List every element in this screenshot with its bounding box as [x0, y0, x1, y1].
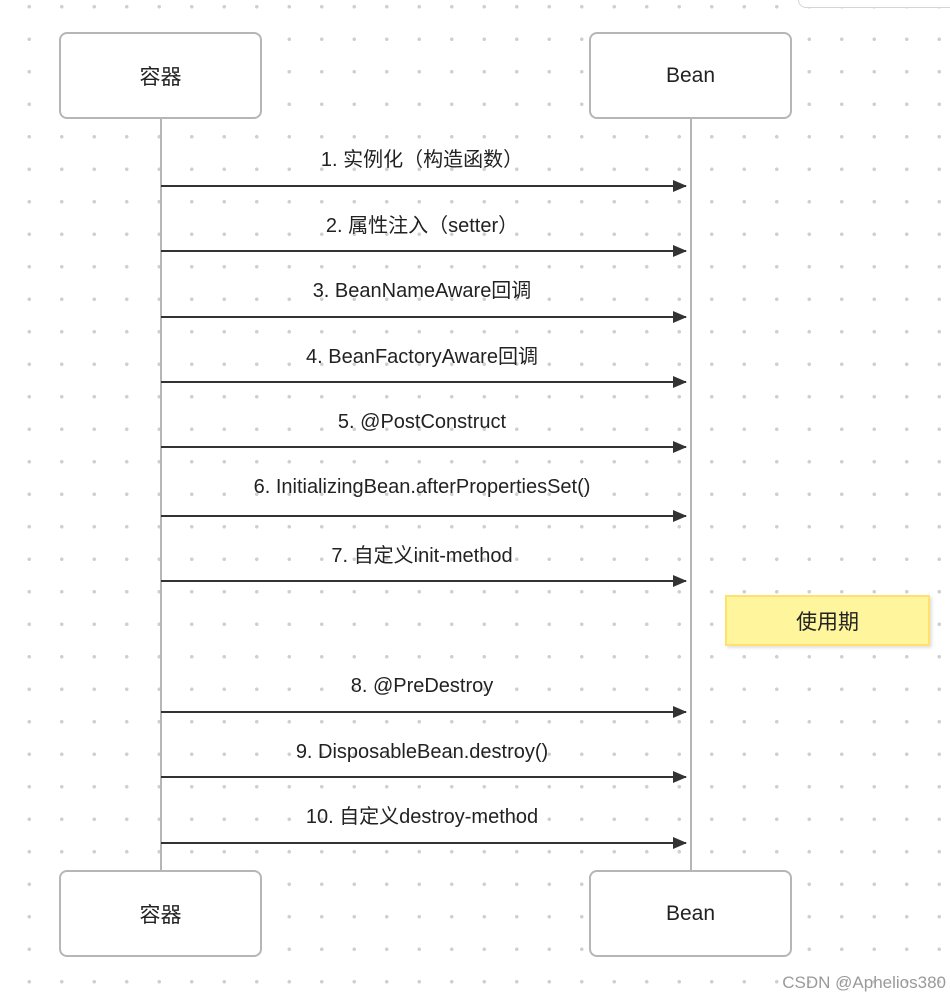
message-label-4: 4. BeanFactoryAware回调 — [306, 346, 538, 368]
watermark: CSDN @Aphelios380 — [782, 973, 946, 992]
message-label-7: 7. 自定义init-method — [331, 545, 513, 567]
participant-container-bottom: 容器 — [59, 870, 262, 957]
message-label-8: 8. @PreDestroy — [350, 675, 494, 697]
message-label-1: 1. 实例化（构造函数） — [320, 149, 524, 171]
usage-period-note: 使用期 — [725, 595, 930, 646]
message-label-2: 2. 属性注入（setter） — [325, 215, 519, 237]
lifeline-container — [160, 119, 162, 871]
message-label-5: 5. @PostConstruct — [337, 411, 507, 433]
message-label-10: 10. 自定义destroy-method — [305, 806, 539, 828]
message-label-3: 3. BeanNameAware回调 — [312, 280, 532, 302]
participant-container-top: 容器 — [59, 32, 262, 119]
message-label-6: 6. InitializingBean.afterPropertiesSet() — [253, 476, 591, 498]
participant-bean-top: Bean — [589, 32, 792, 119]
top-edge-box — [798, 0, 950, 8]
message-label-9: 9. DisposableBean.destroy() — [295, 741, 549, 763]
lifeline-bean — [690, 119, 692, 871]
participant-bean-bottom: Bean — [589, 870, 792, 957]
